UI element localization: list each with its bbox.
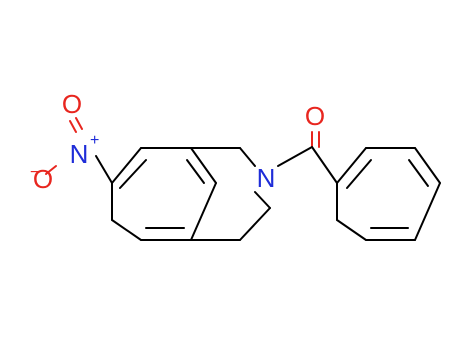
saturated-ring <box>190 147 271 241</box>
ring-nitrogen: N <box>257 163 276 193</box>
bond <box>336 219 367 241</box>
bond-inner <box>119 159 147 189</box>
bond-c-ph <box>311 146 338 184</box>
bond <box>414 182 441 241</box>
nitro-nitrogen-charge: + <box>90 132 99 149</box>
bond <box>190 147 217 184</box>
bond <box>239 147 256 167</box>
bond <box>414 147 441 184</box>
nitro-oxygen-bottom: O <box>33 164 53 194</box>
bond <box>336 147 367 184</box>
bond-inner <box>186 159 205 184</box>
carbonyl-group: O <box>277 101 338 184</box>
bond <box>239 207 271 241</box>
bond <box>254 191 271 209</box>
nitro-group: N + O O − <box>30 89 113 194</box>
nitro-oxygen-top: O <box>62 89 82 119</box>
bond <box>190 182 217 241</box>
bond-n-o-bottom <box>45 165 57 175</box>
bond-inner <box>408 159 429 187</box>
phenyl-ring <box>336 147 441 241</box>
carbonyl-oxygen: O <box>305 101 325 131</box>
bond-n-o-top-2 <box>75 117 83 130</box>
bond-n-c <box>277 146 313 167</box>
bond <box>111 219 142 241</box>
bond-inner <box>346 159 372 189</box>
bond-n-c <box>95 155 113 184</box>
nitro-nitrogen: N <box>70 139 89 169</box>
nitro-oxygen-charge: − <box>30 164 39 181</box>
benzo-ring <box>111 147 217 241</box>
bond-n-o-top <box>69 120 77 133</box>
bond <box>111 147 142 184</box>
